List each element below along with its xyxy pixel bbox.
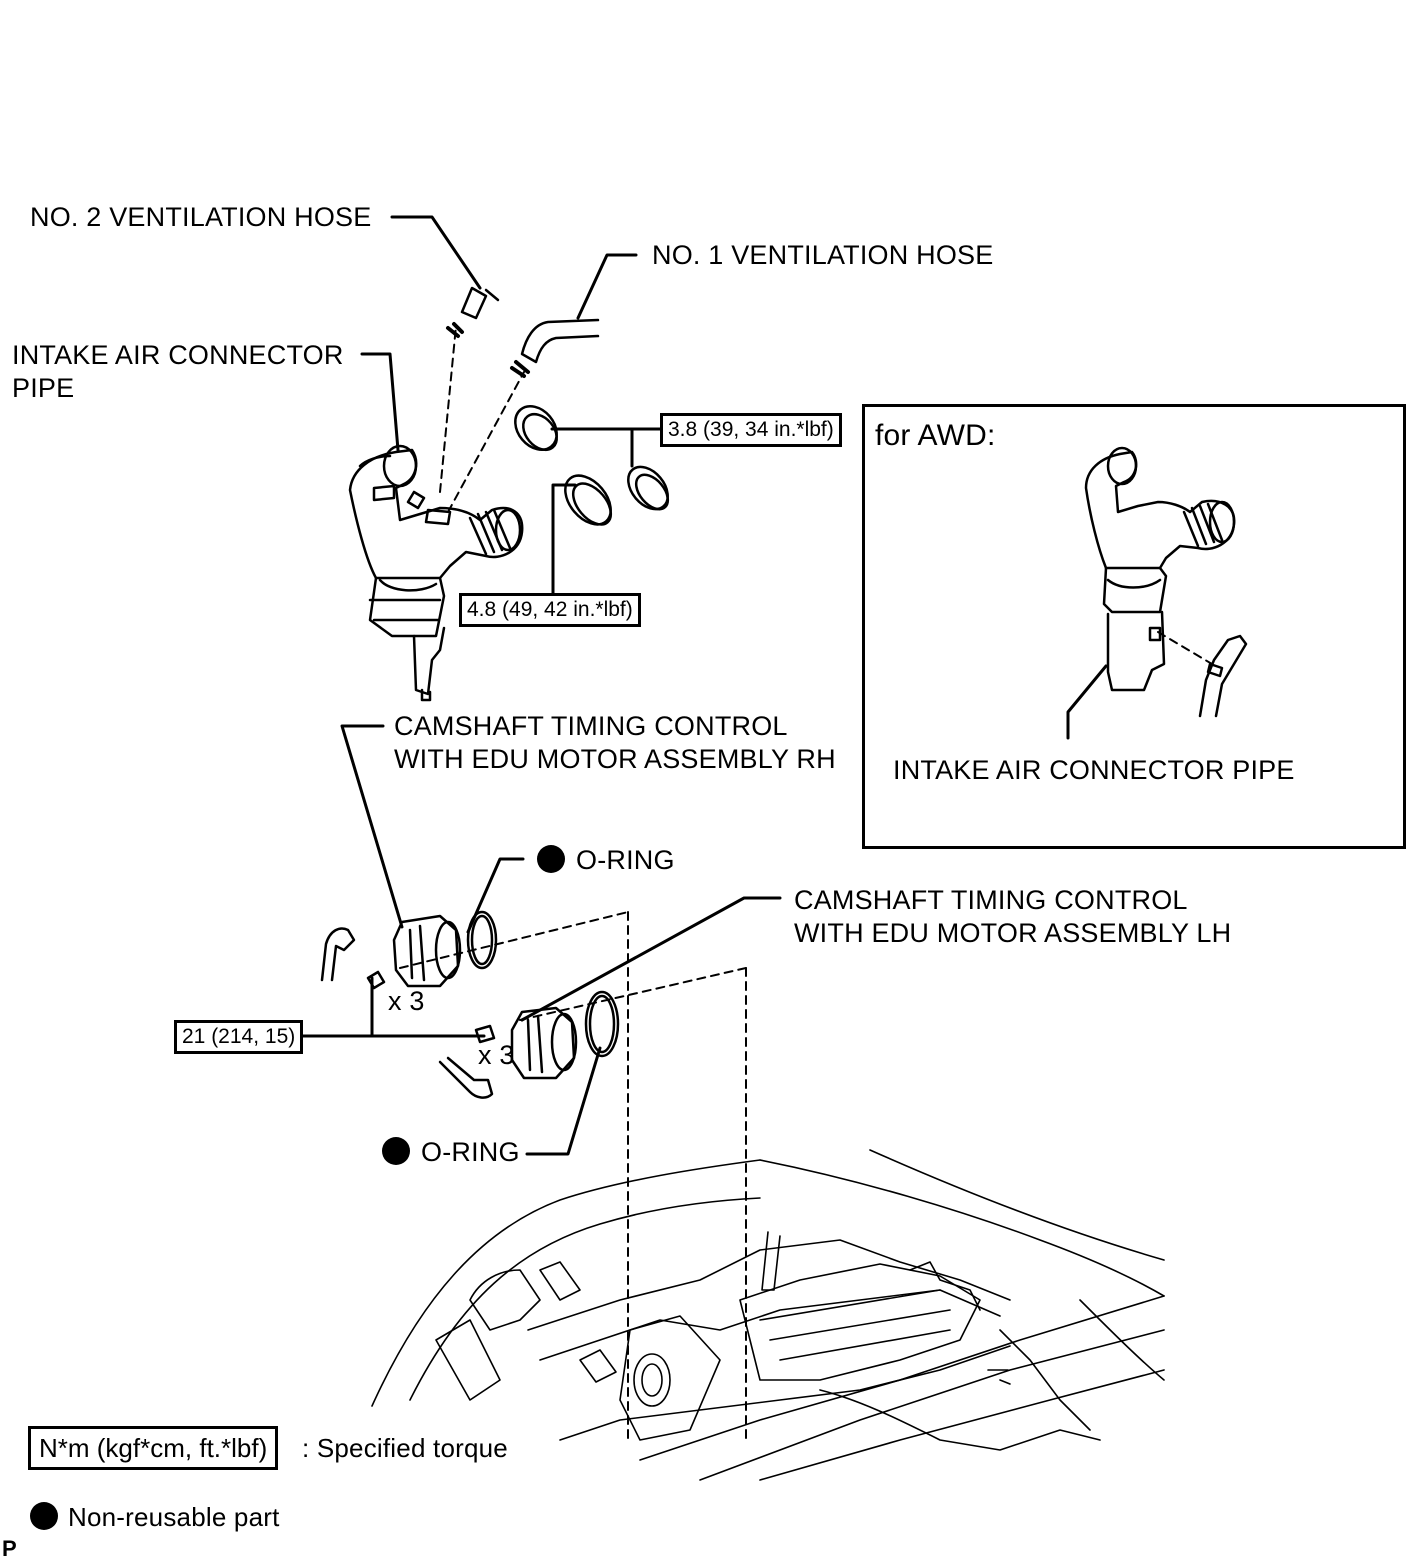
engine-compartment-drawing — [371, 1149, 1165, 1481]
nonreusable-marker-lower — [382, 1137, 410, 1165]
legend-torque-description: : Specified torque — [302, 1433, 508, 1463]
legend-torque-box: N*m (kgf*cm, ft.*lbf) — [28, 1426, 279, 1470]
nonreusable-marker-upper — [537, 845, 565, 873]
corner-mark: P — [2, 1536, 17, 1561]
intake-air-connector-pipe-label-line1: INTAKE AIR CONNECTOR — [12, 340, 344, 370]
intake-air-connector-pipe-drawing — [348, 444, 524, 702]
clamps-drawing — [514, 405, 670, 526]
no2-ventilation-hose-label: NO. 2 VENTILATION HOSE — [30, 202, 372, 232]
clamp-large-torque-box: 4.8 (49, 42 in.*lbf) — [459, 593, 641, 627]
camshaft-lh-label-line2: WITH EDU MOTOR ASSEMBLY LH — [794, 918, 1232, 948]
oring-lower-label: O-RING — [421, 1137, 520, 1167]
camshaft-lh-label-line1: CAMSHAFT TIMING CONTROL — [794, 885, 1188, 915]
awd-inset-title: for AWD: — [875, 419, 996, 452]
no1-ventilation-hose-label: NO. 1 VENTILATION HOSE — [652, 240, 994, 270]
camshaft-rh-label-line1: CAMSHAFT TIMING CONTROL — [394, 711, 788, 741]
no1-ventilation-hose-drawing — [510, 318, 600, 378]
camshaft-rh-label-line2: WITH EDU MOTOR ASSEMBLY RH — [394, 744, 836, 774]
camshaft-rh-assembly-drawing — [320, 910, 498, 990]
legend-nonreusable-marker — [30, 1502, 58, 1530]
rh-bolt-quantity: x 3 — [388, 986, 425, 1016]
dashed-alignment-lines — [399, 325, 1213, 1441]
awd-intake-air-connector-pipe-label: INTAKE AIR CONNECTOR PIPE — [893, 755, 1295, 785]
awd-inset-panel: for AWD: INTAKE AIR CONNECTOR PIPE — [862, 404, 1406, 849]
clamp-small-torque-box: 3.8 (39, 34 in.*lbf) — [660, 413, 842, 447]
awd-intake-air-connector-pipe-drawing — [1084, 446, 1248, 718]
bolt-torque-box: 21 (214, 15) — [174, 1020, 304, 1054]
intake-air-connector-pipe-label-line2: PIPE — [12, 373, 75, 403]
leader-lines — [298, 215, 1108, 1156]
camshaft-lh-assembly-drawing — [438, 990, 620, 1099]
legend-nonreusable-description: Non-reusable part — [68, 1502, 280, 1532]
lh-bolt-quantity: x 3 — [478, 1040, 515, 1070]
oring-upper-label: O-RING — [576, 845, 675, 875]
no2-ventilation-hose-drawing — [446, 286, 500, 338]
